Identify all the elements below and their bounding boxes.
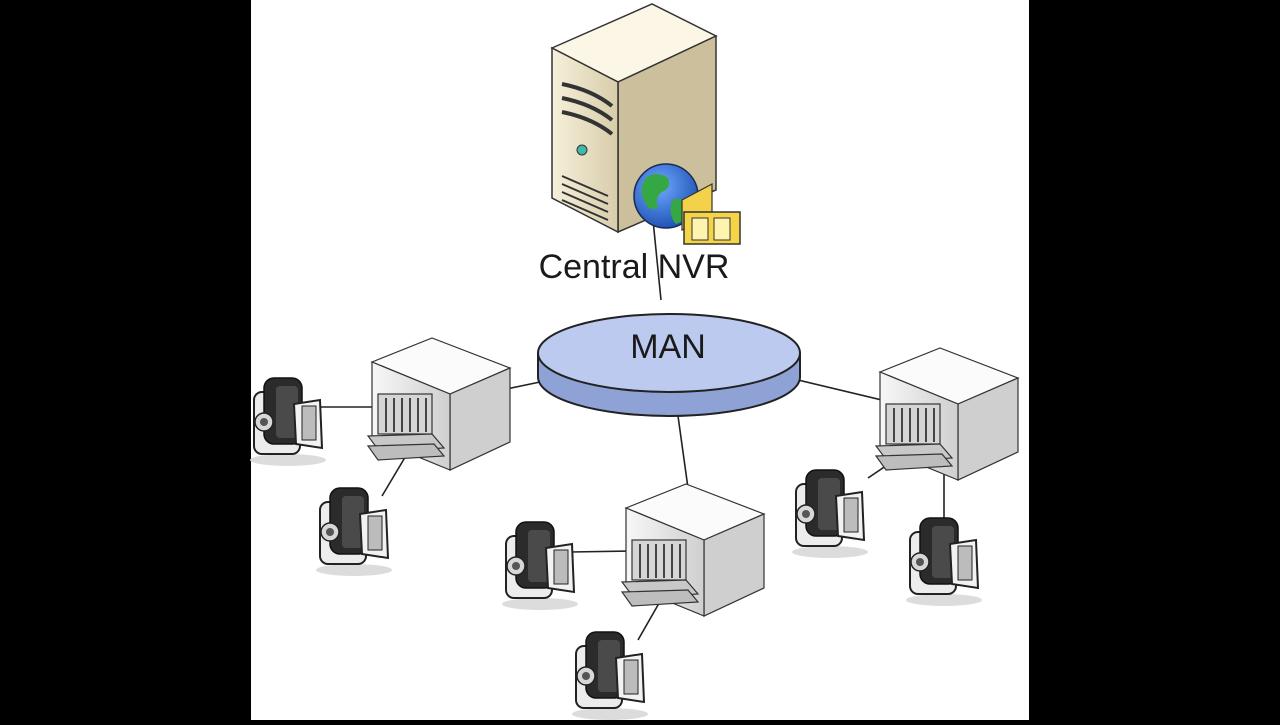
central-nvr-label: Central NVR [539,248,730,286]
man-label: MAN [630,328,706,366]
central-nvr-server-icon [550,3,741,245]
man-network-icon [537,313,801,417]
folder-icon [681,183,741,245]
